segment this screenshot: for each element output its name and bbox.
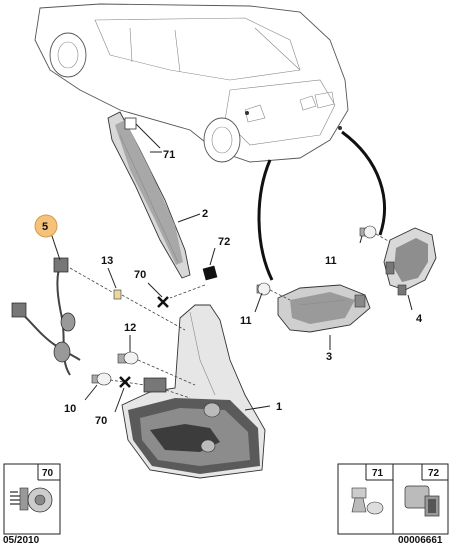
callout-11-left: 11 (240, 315, 252, 327)
callout-1: 1 (276, 401, 282, 413)
rear-lamp-part-1 (121, 304, 266, 479)
corner-lamp-part-4 (383, 227, 437, 296)
callout-3: 3 (326, 351, 332, 363)
tailgate-lamp-part-3 (277, 284, 371, 333)
reflector-strip-part-2 (107, 111, 191, 279)
footer-reference: 00006661 (398, 535, 443, 546)
bulb-11-left (256, 282, 271, 296)
screw-70-top-marker (157, 296, 169, 308)
callout-4: 4 (416, 313, 423, 325)
callout-5: 5 (42, 221, 48, 233)
bulb-10 (91, 372, 112, 386)
callout-13: 13 (101, 255, 113, 267)
bulb-12 (117, 351, 139, 365)
callout-70-bottom: 70 (95, 415, 107, 427)
legend-label-70: 70 (42, 468, 54, 479)
callout-70-top: 70 (134, 269, 146, 281)
bulb-11-right (359, 225, 377, 239)
clip-72-illustration (404, 485, 440, 517)
callout-72: 72 (218, 236, 230, 248)
callout-12: 12 (124, 322, 136, 334)
screw-70-bottom-marker (119, 376, 131, 388)
leader-arc-left (257, 159, 274, 281)
callout-11-right: 11 (325, 255, 337, 267)
footer-date: 05/2010 (3, 535, 40, 546)
callout-10: 10 (64, 403, 76, 415)
wiring-harness-part-5 (11, 257, 167, 393)
legend-label-71: 71 (372, 468, 384, 479)
legend-label-72: 72 (428, 468, 440, 479)
legend-box-70: 70 (3, 463, 61, 535)
clip-71-marker (124, 117, 137, 130)
legend-box-71-72: 71 72 (337, 463, 449, 535)
clip-71-illustration (351, 487, 384, 515)
clip-72-marker (202, 265, 218, 281)
callout-5-highlight (34, 214, 58, 238)
callout-71: 71 (163, 149, 175, 161)
leader-arc-right (341, 130, 386, 236)
callout-2: 2 (202, 208, 208, 220)
car-illustration (34, 3, 349, 163)
bulb-13 (113, 289, 122, 300)
